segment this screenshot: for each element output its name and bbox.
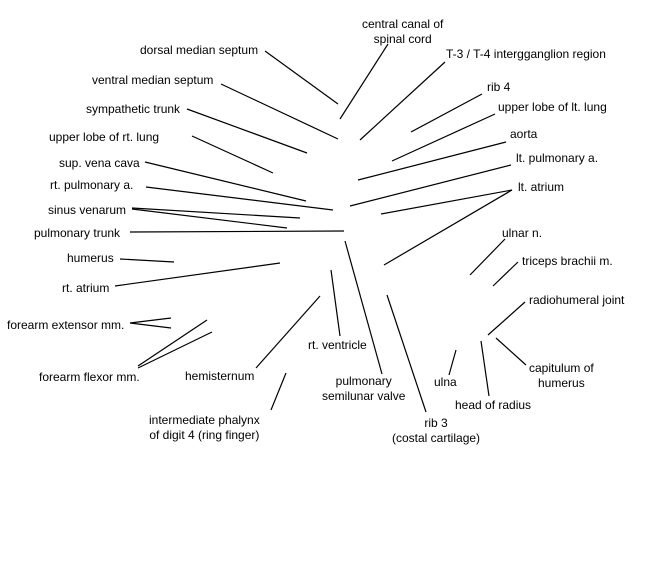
leader-lt-pulmonary-a [349,164,512,207]
label-hemisternum: hemisternum [185,369,255,383]
leader-rib4 [410,93,483,133]
leader-sup-vena-cava [144,161,307,202]
leader-forearm-extensor-1 [129,317,172,324]
leader-forearm-extensor-2 [129,322,172,329]
leader-pulmonary-trunk [129,230,345,233]
label-sinus-venarum: sinus venarum [48,203,127,217]
label-radiohumeral-joint: radiohumeral joint [529,293,625,307]
label-rib4: rib 4 [487,80,511,94]
label-intermediate-phalynx: intermediate phalynx of digit 4 (ring fi… [149,413,260,442]
leader-rt-atrium [114,262,281,287]
leader-capitulum [495,337,527,366]
leader-sympathetic-trunk [186,108,308,154]
leader-triceps [492,261,519,287]
leader-rt-ventricle [330,269,341,337]
leader-pulmonary-semilunar [344,240,383,375]
leader-dorsal-median-septum [264,50,339,105]
label-t3-t4: T-3 / T-4 intergganglion region [446,47,606,61]
leader-aorta [357,141,507,181]
label-forearm-extensor: forearm extensor mm. [7,318,125,332]
leader-central-canal [339,43,389,120]
leader-hemisternum [255,295,321,369]
leader-rt-pulmonary-a [145,186,334,211]
leader-t3-t4 [359,61,446,141]
leader-forearm-flexor-2 [137,331,213,369]
leader-intermediate-phalynx [270,372,287,411]
label-sympathetic-trunk: sympathetic trunk [86,102,181,116]
label-ulna: ulna [434,375,457,389]
leader-lt-atrium-1 [380,189,513,215]
leader-radiohumeral [487,301,526,336]
label-forearm-flexor: forearm flexor mm. [39,370,140,384]
label-rt-atrium: rt. atrium [62,281,110,295]
leader-sinus-venarum-2 [131,208,288,229]
leader-ulna [448,349,457,376]
leader-lt-atrium-2 [383,189,513,266]
label-dorsal-median-septum: dorsal median septum [140,43,259,57]
label-upper-lobe-rt-lung: upper lobe of rt. lung [49,130,160,144]
leader-sinus-venarum-1 [131,207,301,219]
label-rib3: rib 3 (costal cartilage) [392,416,481,445]
label-ulnar-n: ulnar n. [502,226,543,240]
label-triceps-brachii: triceps brachii m. [522,254,613,268]
label-central-canal: central canal of spinal cord [362,17,444,46]
leader-upper-lobe-lt-lung [391,113,496,162]
label-capitulum: capitulum of humerus [529,361,594,390]
leader-upper-lobe-rt-lung [191,135,274,174]
label-rt-ventricle: rt. ventricle [308,338,367,352]
leader-head-of-radius [480,340,490,397]
label-humerus: humerus [67,251,114,265]
label-aorta: aorta [510,127,538,141]
label-head-of-radius: head of radius [455,398,532,412]
leader-forearm-flexor-1 [137,319,208,367]
label-pulmonary-semilunar-valve: pulmonary semilunar valve [322,374,406,403]
label-lt-atrium: lt. atrium [518,180,565,194]
leader-ulnar-n [469,238,506,276]
label-pulmonary-trunk: pulmonary trunk [34,226,121,240]
label-upper-lobe-lt-lung: upper lobe of lt. lung [498,100,607,114]
leader-rib3 [386,294,427,413]
label-sup-vena-cava: sup. vena cava [59,156,140,170]
leader-humerus [119,258,175,263]
label-lt-pulmonary-a: lt. pulmonary a. [516,151,599,165]
label-rt-pulmonary-a: rt. pulmonary a. [50,178,134,192]
leader-ventral-median-septum [220,83,339,140]
label-ventral-median-septum: ventral median septum [92,73,214,87]
